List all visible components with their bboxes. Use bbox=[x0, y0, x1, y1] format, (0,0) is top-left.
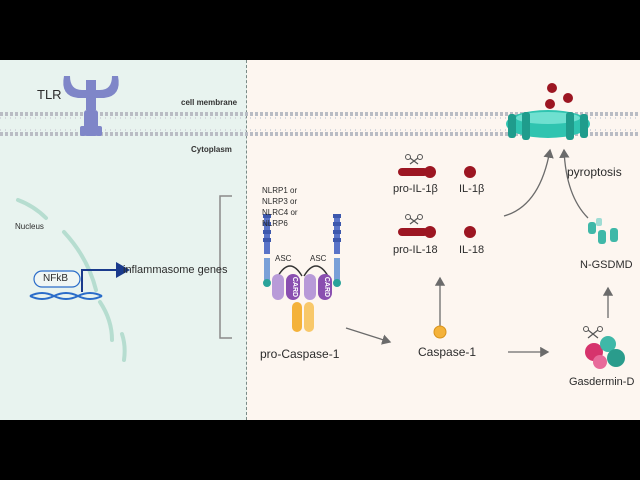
nlrp-list-label: NLRP1 or NLRP3 or NLRC4 or NLRP6 bbox=[262, 186, 298, 228]
cell-membrane bbox=[0, 112, 640, 136]
tlr-label: TLR bbox=[37, 87, 62, 102]
pro-il18-icon bbox=[398, 214, 436, 238]
asc-card-right: CARD bbox=[303, 265, 332, 300]
nlrp-receptor-left bbox=[263, 214, 271, 287]
arrow-procasp-to-casp bbox=[345, 327, 392, 345]
released-cytokines-icon bbox=[545, 83, 573, 109]
nfkb-box bbox=[33, 270, 81, 288]
asc-card-left: CARD bbox=[272, 265, 303, 300]
cell-membrane-label: cell membrane bbox=[181, 98, 238, 107]
panel-divider bbox=[246, 60, 247, 420]
bottom-letterbox bbox=[0, 420, 640, 480]
top-letterbox bbox=[0, 0, 640, 60]
transcription-arrow bbox=[81, 262, 130, 292]
nucleus-label: Nucleus bbox=[15, 222, 44, 231]
card-right-label: CARD bbox=[323, 277, 330, 297]
il18-icon bbox=[464, 226, 476, 238]
il1b-label: IL-1β bbox=[459, 183, 485, 195]
caspase-label: Caspase-1 bbox=[418, 345, 477, 359]
nlrp-receptor-right bbox=[333, 214, 341, 287]
gasdermin-pore-icon bbox=[506, 110, 590, 140]
card-left-label: CARD bbox=[291, 277, 298, 297]
pro-caspase-icon bbox=[292, 302, 314, 332]
nfkb-label: NFkB bbox=[43, 273, 68, 284]
n-gsdmd-icon bbox=[588, 218, 618, 244]
gasdermin-d-label: Gasdermin-D bbox=[569, 376, 635, 388]
arrow-il-to-pore bbox=[503, 148, 554, 217]
inflammasome-genes-label: inflammasome genes bbox=[123, 264, 228, 276]
gasdermin-d-icon bbox=[583, 326, 625, 369]
dna-icon bbox=[29, 292, 103, 300]
inflammasome-bracket bbox=[219, 195, 232, 339]
asc-right-label: ASC bbox=[310, 254, 327, 263]
il1b-icon bbox=[464, 166, 476, 178]
pyroptosis-label: pyroptosis bbox=[567, 165, 622, 179]
il18-label: IL-18 bbox=[459, 244, 485, 256]
caspase-1-icon bbox=[433, 325, 447, 339]
asc-left-label: ASC bbox=[275, 254, 292, 263]
pro-il1b-label: pro-IL-1β bbox=[393, 183, 438, 195]
nucleus-envelope bbox=[16, 198, 127, 362]
n-gsdmd-label: N-GSDMD bbox=[580, 259, 633, 271]
tlr-receptor-icon bbox=[63, 76, 119, 136]
pro-il18-label: pro-IL-18 bbox=[393, 244, 438, 256]
pro-caspase-label: pro-Caspase-1 bbox=[260, 347, 340, 361]
cytoplasm-label: Cytoplasm bbox=[191, 145, 232, 154]
pro-il1b-icon bbox=[398, 154, 436, 178]
arrow-ngsdmd-to-pore bbox=[559, 148, 589, 219]
